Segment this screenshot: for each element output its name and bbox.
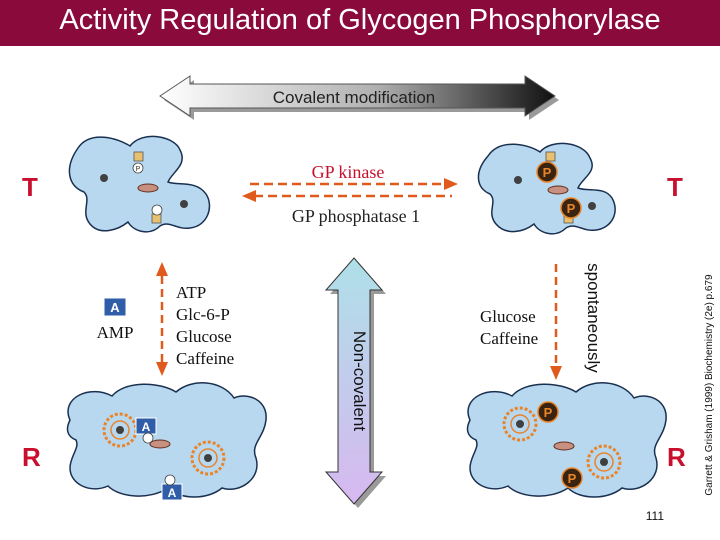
gp-phosphatase-label: GP phosphatase 1: [292, 206, 420, 226]
inhibitor-right-1: Glucose: [480, 307, 536, 326]
phospho-badge-top-right-2: P: [567, 201, 576, 216]
slide-title: Activity Regulation of Glycogen Phosphor…: [59, 4, 661, 36]
title-bar: [0, 0, 720, 46]
enzyme-r-state-phospho: [466, 382, 667, 498]
enzyme-t-state-phospho: [477, 142, 616, 235]
amp-badge-box: [103, 297, 127, 317]
inhibitor-left-4: Caffeine: [176, 349, 234, 368]
small-p-label-top-left: P: [136, 166, 141, 173]
enzyme-t-state-dephospho: [68, 135, 211, 233]
inhibitor-right-2: Caffeine: [480, 329, 538, 348]
inhibitor-left-3: Glucose: [176, 327, 232, 346]
inhibitor-left-1: ATP: [176, 283, 206, 302]
right-vertical-arrow: [550, 264, 562, 380]
covalent-modification-arrow: [159, 75, 559, 120]
non-covalent-label: Non-covalent: [350, 331, 369, 431]
covalent-modification-label: Covalent modification: [273, 88, 436, 107]
amp-label: AMP: [97, 323, 134, 342]
spontaneously-label: spontaneously: [584, 263, 603, 373]
left-vertical-arrow: [156, 262, 168, 376]
amp-bound-badge-1: A: [142, 420, 151, 434]
enzyme-r-state-amp-bound: [66, 382, 267, 501]
phospho-badge-top-right-1: P: [543, 165, 552, 180]
gp-kinase-arrow: [250, 178, 458, 190]
phospho-badge-bottom-right-1: P: [544, 405, 553, 420]
phospho-badge-bottom-right-2: P: [568, 471, 577, 486]
inhibitor-left-2: Glc-6-P: [176, 305, 230, 324]
state-label-top-right: T: [667, 172, 683, 202]
amp-badge-letter: A: [110, 300, 120, 315]
page-number: 111: [646, 509, 665, 523]
gp-phosphatase-arrow: [242, 190, 452, 202]
citation-text: Garrett & Grisham (1999) Biochemistry (2…: [704, 274, 715, 496]
state-label-bottom-left: R: [22, 442, 41, 472]
amp-bound-badge-2: A: [168, 486, 177, 500]
non-covalent-arrow: [324, 257, 386, 508]
state-label-bottom-right: R: [667, 442, 686, 472]
gp-kinase-label: GP kinase: [312, 162, 385, 182]
state-label-top-left: T: [22, 172, 38, 202]
